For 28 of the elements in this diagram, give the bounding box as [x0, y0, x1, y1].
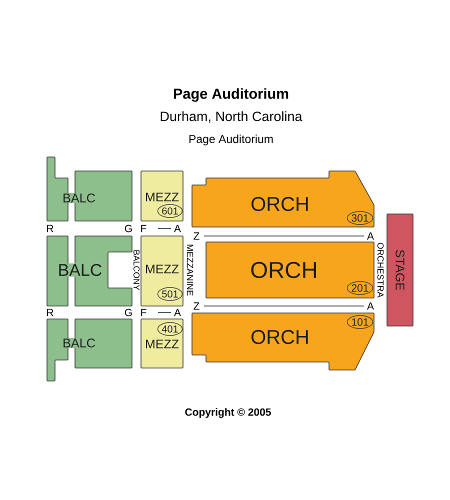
row-letter: F: [141, 224, 146, 232]
section-number-oval: 101: [346, 315, 374, 329]
row-letter: F: [141, 308, 146, 316]
title: Page Auditorium: [174, 88, 288, 102]
section-number-oval: 401: [157, 322, 183, 336]
copyright-note: Copyright © 2005: [185, 408, 271, 418]
venue-label: Page Auditorium: [189, 134, 273, 146]
stage-block: STAGE: [386, 214, 414, 326]
row-letter: A: [174, 308, 181, 316]
balcony-section: BALC: [46, 156, 132, 222]
section-number-oval: 301: [346, 211, 374, 225]
row-letter: G: [124, 308, 132, 316]
row-letter: A: [367, 232, 374, 240]
row-letter: R: [47, 308, 54, 316]
level-label: MEZZANINE: [186, 244, 194, 296]
balcony-section: BALC: [46, 236, 132, 306]
section-number-oval: 501: [157, 287, 183, 301]
row-letter: A: [367, 302, 374, 310]
row-letter: R: [47, 224, 54, 232]
row-letter: G: [124, 224, 132, 232]
balcony-section: BALC: [46, 318, 132, 382]
row-letter: Z: [194, 302, 200, 310]
section-number-oval: 201: [346, 281, 374, 295]
level-label: ORCHESTRA: [377, 242, 384, 298]
level-label: BALCONY: [134, 250, 140, 290]
section-number-oval: 601: [157, 204, 183, 218]
subtitle: Durham, North Carolina: [160, 111, 302, 123]
row-letter: Z: [194, 232, 200, 240]
